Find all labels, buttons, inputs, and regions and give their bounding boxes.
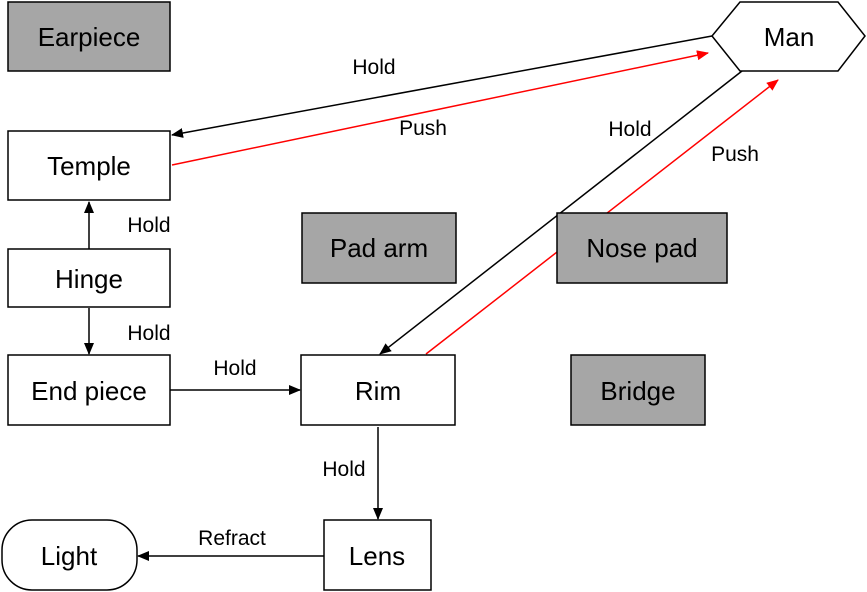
- node-hinge: Hinge: [7, 248, 171, 308]
- node-lens-label: Lens: [349, 541, 405, 571]
- label-hinge-temple: Hold: [127, 214, 170, 237]
- label-lens-light: Refract: [198, 527, 266, 550]
- node-temple: Temple: [7, 130, 171, 201]
- label-man-temple: Hold: [352, 56, 395, 79]
- label-rim-man: Push: [711, 143, 759, 166]
- node-hinge-label: Hinge: [55, 264, 123, 294]
- node-end-piece: End piece: [7, 354, 171, 426]
- node-light-label: Light: [41, 541, 98, 571]
- node-pad-arm-label: Pad arm: [330, 233, 428, 263]
- node-man: Man: [711, 1, 866, 72]
- label-endpiece-rim: Hold: [213, 357, 256, 380]
- node-pad-arm: Pad arm: [301, 212, 457, 284]
- label-rim-lens: Hold: [322, 458, 365, 481]
- node-bridge-label: Bridge: [600, 376, 675, 406]
- node-rim-label: Rim: [355, 376, 401, 406]
- node-bridge: Bridge: [570, 354, 706, 426]
- node-light: Light: [1, 519, 138, 591]
- node-lens: Lens: [323, 519, 432, 591]
- node-temple-label: Temple: [47, 151, 131, 181]
- node-end-piece-label: End piece: [31, 376, 147, 406]
- node-earpiece: Earpiece: [7, 1, 171, 72]
- node-man-label: Man: [764, 22, 815, 52]
- label-temple-man: Push: [399, 117, 447, 140]
- node-earpiece-label: Earpiece: [38, 22, 141, 52]
- node-nose-pad: Nose pad: [556, 212, 728, 284]
- edge-labels: Hold Push Hold Push Hold Hold Hold Hold …: [127, 56, 759, 550]
- node-nose-pad-label: Nose pad: [586, 233, 697, 263]
- edge-man-to-temple: [171, 35, 713, 138]
- label-hinge-endpiece: Hold: [127, 322, 170, 345]
- edge-temple-to-man: [171, 50, 709, 166]
- node-rim: Rim: [300, 354, 456, 426]
- label-man-rim: Hold: [608, 118, 651, 141]
- edges: [84, 35, 779, 561]
